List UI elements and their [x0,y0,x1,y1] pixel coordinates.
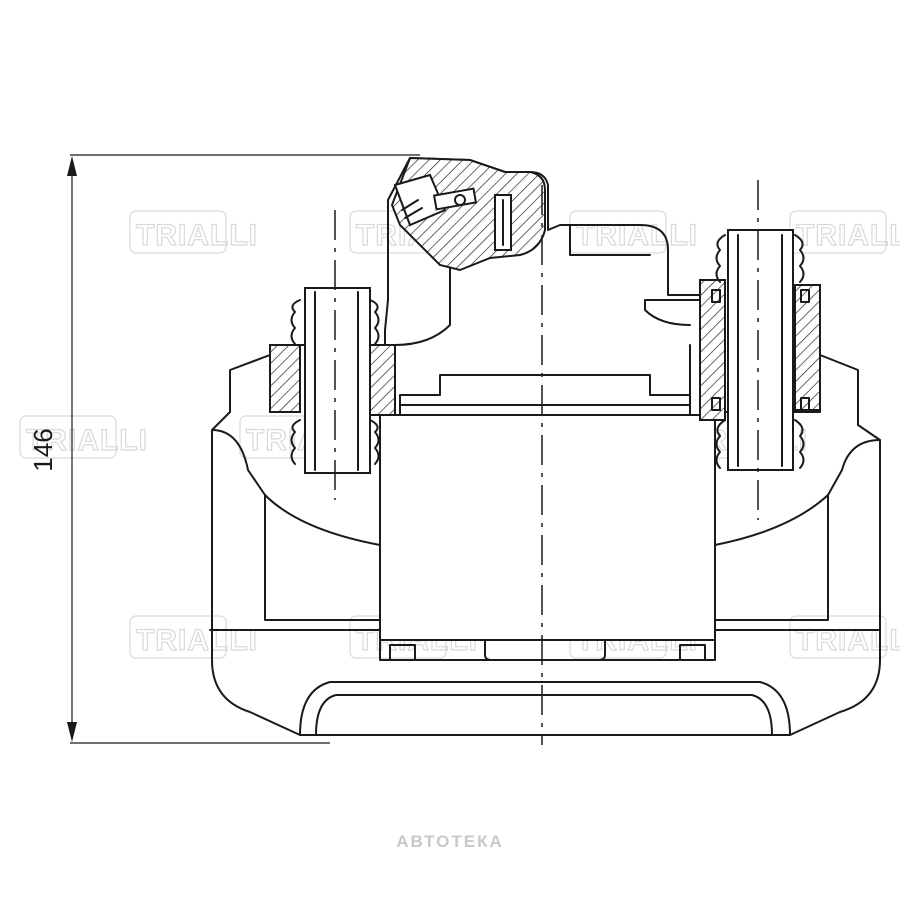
watermark-text: TRIALLI [26,424,148,457]
watermark-text: TRIALLI [136,624,258,657]
right-guide-pin [699,180,821,520]
left-guide-pin [269,210,396,500]
watermark-text: TRIALLI [136,219,258,252]
site-watermark-label: АВТОТЕКА [396,832,504,851]
watermark-text: TRIALLI [796,219,900,252]
dimension-label: 146 [28,428,58,471]
watermark-text: TRIALLI [796,624,900,657]
height-dimension: 146 [28,154,420,744]
bleeder-valve-section [390,156,546,272]
watermark-text: TRIALLI [576,219,698,252]
caliper-body [209,157,881,736]
